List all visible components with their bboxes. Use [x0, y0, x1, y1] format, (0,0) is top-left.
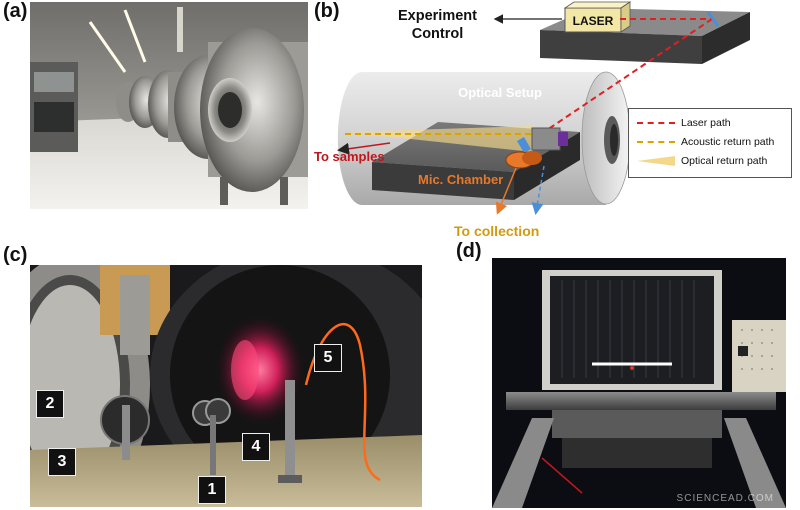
panel-label-a: (a) — [3, 0, 28, 22]
to-collection-label: To collection — [454, 223, 539, 239]
optics-block — [517, 127, 568, 154]
panel-label-d: (d) — [456, 240, 482, 262]
mic-chamber-icon-2 — [522, 151, 542, 165]
panel-label-c: (c) — [3, 244, 28, 266]
to-samples-label: To samples — [314, 149, 385, 164]
legend-label-optical: Optical return path — [681, 155, 768, 167]
marker-1: 1 — [198, 476, 226, 504]
marker-4: 4 — [242, 433, 270, 461]
legend-swatch-acoustic — [637, 141, 675, 143]
legend-swatch-optical — [637, 156, 675, 166]
watermark: SCIENCEAD.COM — [676, 493, 774, 504]
optical-setup-label: Optical Setup — [458, 85, 542, 100]
to-samples-arrow — [337, 142, 391, 155]
vacuum-chamber-hall-image — [30, 2, 308, 209]
experiment-control-label: Experiment Control — [398, 7, 477, 43]
laser-box — [563, 1, 632, 33]
laser-label: LASER — [573, 14, 614, 28]
marker-5: 5 — [314, 344, 342, 372]
panel-label-b: (b) — [314, 0, 340, 22]
setup-diagram: LASER Optical Setup To samples Mic. Cham… — [314, 1, 750, 239]
optical-bench-image — [30, 265, 422, 507]
anechoic-chamber-image — [492, 258, 786, 508]
legend-label-acoustic: Acoustic return path — [681, 136, 775, 148]
optical-return-beam — [345, 126, 533, 152]
marker-2: 2 — [36, 390, 64, 418]
mic-chamber-label: Mic. Chamber — [418, 172, 503, 187]
mirror-top — [706, 11, 720, 27]
legend: Laser path Acoustic return path Optical … — [628, 108, 792, 178]
photo-a-vacuum-chambers — [30, 2, 308, 209]
photo-d-anechoic-box: SCIENCEAD.COM — [492, 258, 786, 508]
legend-item-optical: Optical return path — [637, 155, 767, 167]
legend-label-laser: Laser path — [681, 117, 731, 129]
laser-path-diagonal — [537, 18, 713, 137]
collection-arrow-orange — [495, 167, 517, 215]
collection-arrow-blue — [531, 165, 545, 215]
legend-item-laser: Laser path — [637, 117, 731, 129]
legend-swatch-laser — [637, 122, 675, 124]
photo-c-optical-setup: 1 2 3 4 5 — [30, 265, 422, 507]
marker-3: 3 — [48, 448, 76, 476]
legend-item-acoustic: Acoustic return path — [637, 136, 774, 148]
experiment-control-text: Experiment Control — [398, 8, 477, 42]
